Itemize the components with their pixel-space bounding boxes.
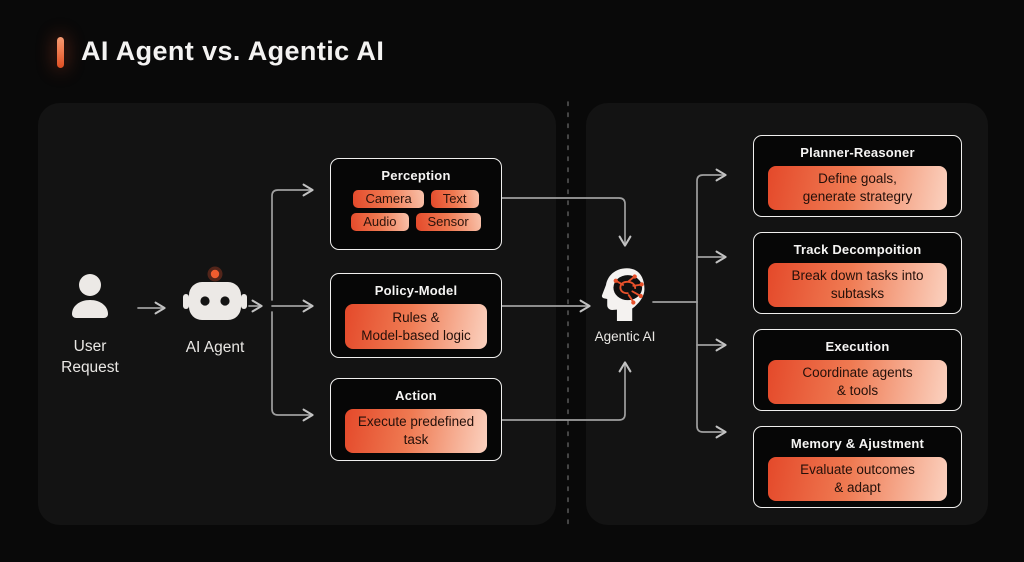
policy-model-title: Policy-Model [374,283,458,298]
execution-title: Execution [825,339,890,354]
planner-reasoner-title: Planner-Reasoner [800,145,915,160]
track-decomposition-title: Track Decompoition [793,242,922,257]
memory-adjustment-pill: Evaluate outcomes & adapt [768,457,947,501]
page-title: AI Agent vs. Agentic AI [81,36,385,66]
action-box: Action Execute predefined task [330,378,502,461]
perception-box: Perception Camera Text Audio Sensor [330,158,502,250]
execution-pill: Coordinate agents & tools [768,360,947,404]
perception-tags: Camera Text Audio Sensor [351,190,481,231]
action-title: Action [395,388,437,403]
arrow-agentic-to-planner [696,168,727,303]
policy-model-box: Policy-Model Rules & Model-based logic [330,273,502,358]
tag-camera: Camera [353,190,424,208]
memory-adjustment-title: Memory & Ajustment [790,436,925,451]
tag-audio: Audio [351,213,409,231]
policy-model-pill: Rules & Model-based logic [345,304,487,349]
arrow-agent-to-perception [271,183,314,301]
tag-sensor: Sensor [415,213,481,231]
planner-reasoner-pill: Define goals, generate strategry [768,166,947,210]
ai-agent-label: AI Agent [185,339,245,356]
title-accent-bar [57,37,64,68]
user-icon [72,274,108,318]
arrow-action-to-agentic [501,361,632,421]
track-decomposition-box: Track Decompoition Break down tasks into… [753,232,962,314]
robot-icon [183,266,247,320]
arrow-agent-to-action [271,311,314,422]
arrow-perception-to-agentic [501,197,632,247]
user-request-label: User Request [61,338,119,376]
arrow-agentic-to-memory [696,301,727,439]
memory-adjustment-box: Memory & Ajustment Evaluate outcomes & a… [753,426,962,508]
agentic-ai-icon [601,268,645,321]
action-pill: Execute predefined task [345,409,487,453]
execution-box: Execution Coordinate agents & tools [753,329,962,411]
perception-title: Perception [381,168,451,183]
planner-reasoner-box: Planner-Reasoner Define goals, generate … [753,135,962,217]
track-decomposition-pill: Break down tasks into subtasks [768,263,947,307]
agentic-ai-label: Agentic AI [594,329,656,344]
tag-text: Text [430,190,479,208]
